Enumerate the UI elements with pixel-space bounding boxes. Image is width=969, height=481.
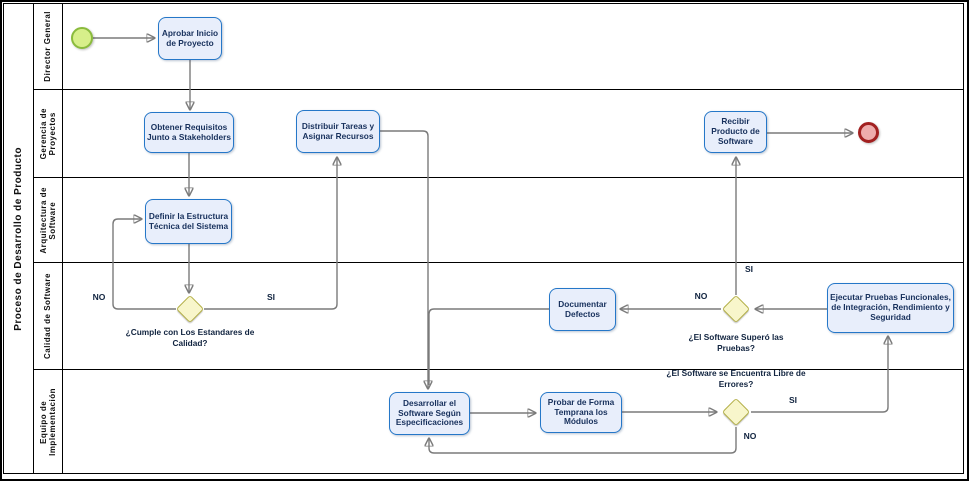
start-event xyxy=(71,27,93,49)
lane-gerencia-proyectos: Gerencia de Proyectos xyxy=(34,90,963,178)
lane-equipo-implementacion: Equipo de Implementación xyxy=(34,370,963,474)
task-aprobar-inicio-proyecto: Aprobar Inicio de Proyecto xyxy=(158,17,222,60)
flow-gateway-errores-no-to-desarrollar xyxy=(429,427,737,454)
task-documentar-defectos: Documentar Defectos xyxy=(549,288,616,331)
task-desarrollar-software: Desarrollar el Software Según Especifica… xyxy=(389,392,470,435)
flow-gateway-calidad-si-to-distribuir xyxy=(204,158,337,310)
label-errores-si: SI xyxy=(788,395,798,405)
flow-gateway-calidad-no-to-definir xyxy=(112,219,176,310)
lane-label-cell: Calidad de Software xyxy=(34,263,63,369)
lane-label-cell: Gerencia de Proyectos xyxy=(34,90,63,177)
flow-distribuir-to-desarrollar xyxy=(380,130,428,388)
task-ejecutar-pruebas: Ejecutar Pruebas Funcionales, de Integra… xyxy=(827,283,954,333)
lane-calidad-software: Calidad de Software xyxy=(34,263,963,370)
task-recibir-producto: Recibir Producto de Software xyxy=(704,111,767,153)
label-errores-no: NO xyxy=(743,431,757,441)
pool-title-cell: Proceso de Desarrollo de Producto xyxy=(4,4,34,473)
label-calidad-si: SI xyxy=(266,292,276,302)
task-definir-estructura: Definir la Estructura Técnica del Sistem… xyxy=(145,199,232,244)
lane-director-general: Director General xyxy=(34,4,963,90)
flow-gateway-errores-si-to-ejecutar xyxy=(751,337,888,413)
label-calidad-no: NO xyxy=(92,292,106,302)
end-event xyxy=(858,122,879,143)
label-pruebas-si: SI xyxy=(744,264,754,274)
flow-documentar-to-desarrollar xyxy=(428,308,549,385)
process-pool: Proceso de Desarrollo de Producto Direct… xyxy=(3,3,964,474)
lane-arquitectura-software: Arquitectura de Software xyxy=(34,178,963,263)
task-obtener-requisitos: Obtener Requisitos Junto a Stakeholders xyxy=(144,112,234,153)
label-pruebas-no: NO xyxy=(694,291,708,301)
gateway-question-pruebas: ¿El Software Superó las Pruebas? xyxy=(688,332,784,353)
lane-label-cell: Equipo de Implementación xyxy=(34,370,63,474)
task-distribuir-tareas: Distribuir Tareas y Asignar Recursos xyxy=(296,110,380,153)
lane-label-cell: Arquitectura de Software xyxy=(34,178,63,262)
task-probar-modulos: Probar de Forma Temprana los Módulos xyxy=(540,392,622,433)
gateway-question-calidad: ¿Cumple con Los Estandares de Calidad? xyxy=(125,327,255,348)
lane-label-cell: Director General xyxy=(34,4,63,89)
gateway-question-errores: ¿El Software se Encuentra Libre de Error… xyxy=(666,368,806,389)
